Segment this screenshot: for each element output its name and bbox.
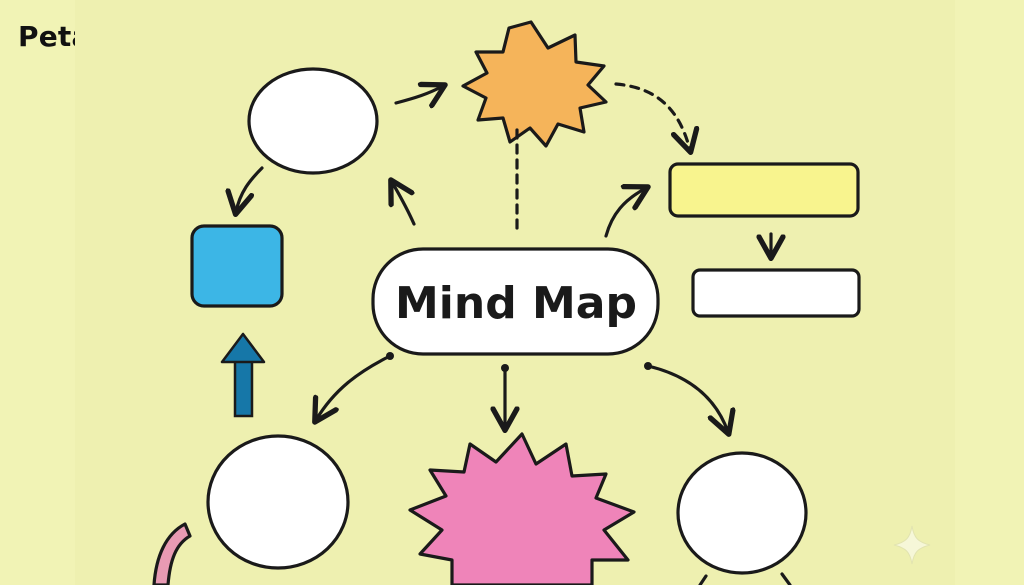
arrow-circle-to-starburst	[394, 86, 443, 103]
arrow-center-to-yellow-rect	[604, 188, 646, 238]
node-rect-yellow	[668, 162, 860, 218]
node-circle-top-left	[247, 67, 379, 175]
node-starburst-pink	[408, 432, 636, 585]
central-node	[371, 247, 660, 356]
arrow-center-to-circle	[392, 182, 416, 226]
arrow-dashed-starburst-to-rect	[614, 82, 690, 150]
node-square-blue	[190, 224, 284, 308]
pink-tail-decoration	[152, 522, 192, 585]
line-fragment-right	[780, 572, 792, 585]
node-circle-bottom-left	[206, 434, 350, 570]
blue-up-arrow	[220, 332, 266, 418]
node-circle-bottom-right	[676, 451, 808, 575]
node-starburst-orange	[461, 20, 608, 148]
central-node-label: Mind Map	[395, 278, 637, 329]
arrow-circle-to-square	[236, 166, 264, 212]
line-fragment-left	[698, 574, 708, 585]
node-rect-white	[691, 268, 861, 318]
arrow-center-to-bottom-left	[316, 354, 392, 420]
sparkle-icon	[893, 525, 931, 565]
arrow-center-to-bottom-right	[646, 364, 728, 432]
